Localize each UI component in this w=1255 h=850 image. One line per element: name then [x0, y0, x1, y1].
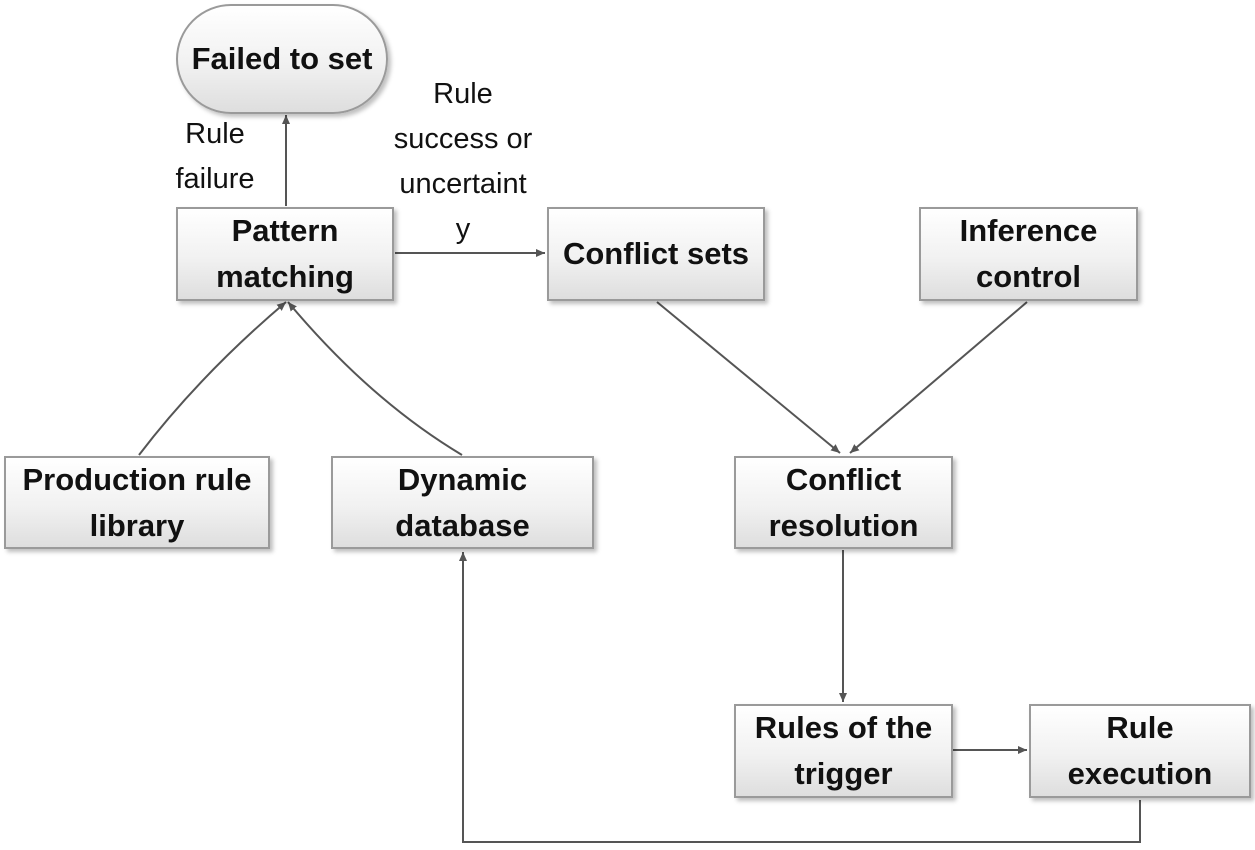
rule-execution-node: Rule execution: [1029, 704, 1251, 798]
production-rule-library-label: Production rule library: [22, 461, 252, 543]
arrow-execution-to-database: [459, 552, 1141, 843]
rule-failure-label: Rule failure: [175, 118, 255, 195]
failed-to-set-label: Failed to set: [191, 41, 373, 76]
rules-of-the-trigger-node: Rules of the trigger: [734, 704, 953, 798]
rules-of-the-trigger-label: Rules of the trigger: [754, 710, 933, 791]
dynamic-database-node: Dynamic database: [331, 456, 594, 549]
arrow-database-to-pattern: [287, 301, 463, 456]
conflict-sets-label: Conflict sets: [562, 236, 750, 271]
arrow-conflict-sets-to-resolution: [656, 301, 841, 454]
dynamic-database-label: Dynamic database: [395, 461, 530, 543]
conflict-sets-node: Conflict sets: [547, 207, 765, 301]
pattern-matching-label: Pattern matching: [216, 213, 354, 294]
conflict-resolution-label: Conflict resolution: [768, 461, 919, 543]
rule-success-label: Rule success or uncertaint y: [393, 78, 533, 245]
rule-execution-label: Rule execution: [1067, 710, 1213, 791]
failed-to-set-node: Failed to set: [176, 4, 388, 114]
pattern-matching-node: Pattern matching: [176, 207, 394, 301]
production-rule-library-node: Production rule library: [4, 456, 270, 549]
arrow-inference-to-resolution: [849, 301, 1028, 454]
inference-control-node: Inference control: [919, 207, 1138, 301]
arrow-library-to-pattern: [138, 301, 287, 456]
inference-control-label: Inference control: [959, 213, 1098, 294]
conflict-resolution-node: Conflict resolution: [734, 456, 953, 549]
